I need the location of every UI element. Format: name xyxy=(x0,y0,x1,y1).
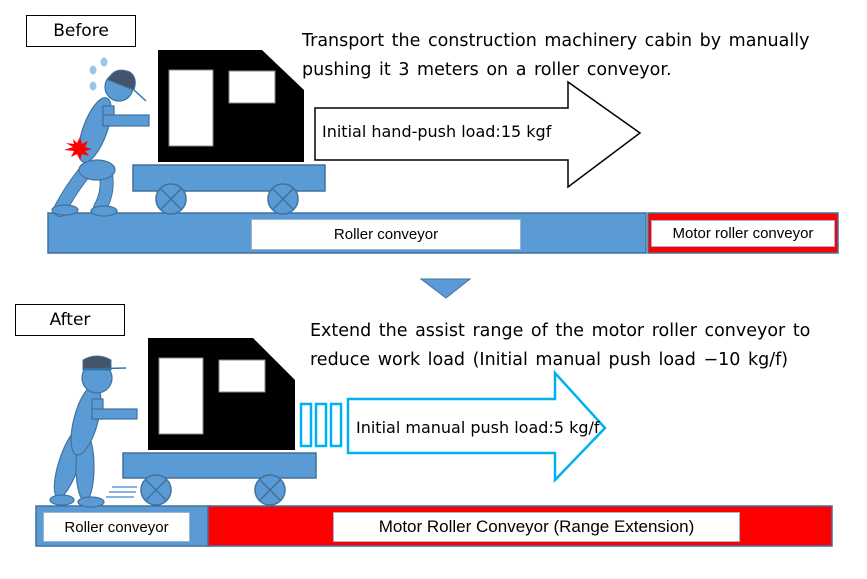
after-cabin xyxy=(148,338,295,450)
before-motor-roller-conveyor-label: Motor roller conveyor xyxy=(651,220,835,247)
speed-lines-icon xyxy=(106,486,137,498)
before-cabin xyxy=(158,50,304,162)
after-arrow-text: Initial manual push load:5 kg/f xyxy=(356,418,600,437)
after-description-line-2: reduce work load (Initial manual push lo… xyxy=(310,350,789,370)
after-worker-figure xyxy=(49,355,138,508)
motion-bars-icon xyxy=(299,402,343,448)
before-cart-wheel xyxy=(267,183,299,215)
after-label: After xyxy=(15,304,125,336)
before-description-line-2: pushing it 3 meters on a roller conveyor… xyxy=(302,60,672,80)
after-cart-platform xyxy=(122,452,317,479)
down-triangle-icon xyxy=(419,278,472,299)
before-description-line-1: Transport the construction machinery cab… xyxy=(302,31,810,51)
before-cart-wheel xyxy=(155,183,187,215)
pain-burst-icon xyxy=(64,137,92,160)
before-worker-figure xyxy=(51,69,150,217)
after-description: Extend the assist range of the motor rol… xyxy=(310,317,830,375)
before-arrow-text: Initial hand-push load:15 kgf xyxy=(322,122,552,141)
before-description: Transport the construction machinery cab… xyxy=(302,27,822,85)
after-cart-wheel xyxy=(254,474,286,506)
after-motor-roller-conveyor-label: Motor Roller Conveyor (Range Extension) xyxy=(333,512,740,542)
after-roller-conveyor-label: Roller conveyor xyxy=(43,512,190,542)
after-cart-wheel xyxy=(140,474,172,506)
before-roller-conveyor-label: Roller conveyor xyxy=(251,219,521,250)
before-label: Before xyxy=(26,15,136,47)
before-cart-platform xyxy=(132,164,326,192)
after-description-line-1: Extend the assist range of the motor rol… xyxy=(310,321,811,341)
sweat-drops-icon xyxy=(89,57,108,91)
after-push-arrow xyxy=(346,369,607,484)
before-push-arrow xyxy=(314,80,642,189)
